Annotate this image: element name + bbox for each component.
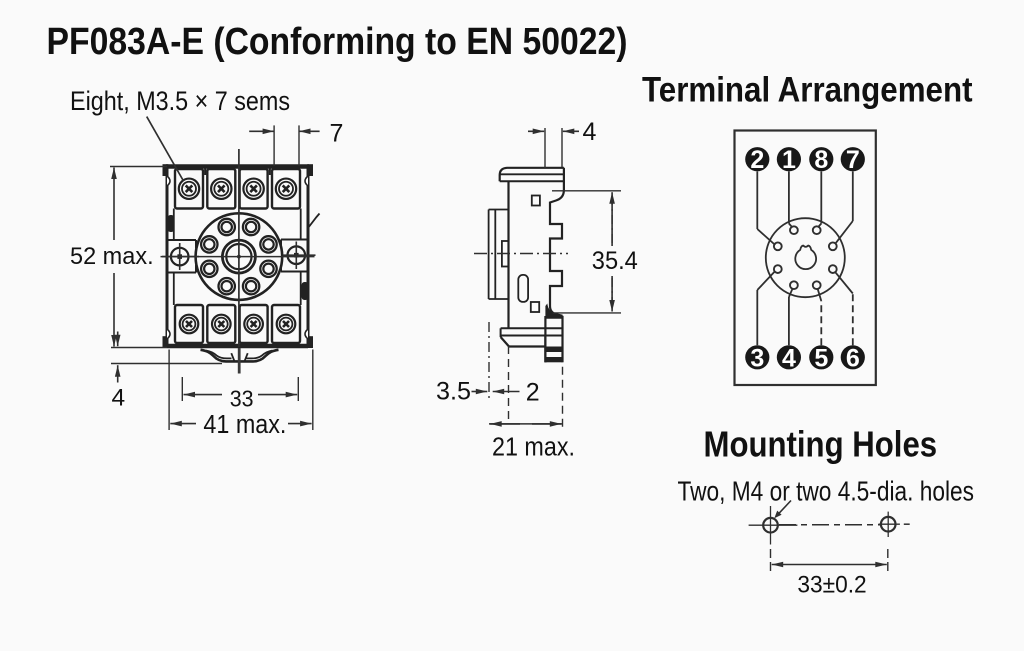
svg-text:4: 4 <box>112 385 126 412</box>
svg-text:7: 7 <box>330 120 344 148</box>
svg-text:21 max.: 21 max. <box>492 434 575 462</box>
svg-text:4: 4 <box>782 344 796 372</box>
svg-text:6: 6 <box>846 344 860 372</box>
svg-text:PF083A-E (Conforming to EN 500: PF083A-E (Conforming to EN 50022) <box>47 21 628 63</box>
svg-text:8: 8 <box>814 146 828 174</box>
svg-text:5: 5 <box>814 344 828 372</box>
svg-text:3: 3 <box>750 344 764 372</box>
svg-text:Eight, M3.5 × 7 sems: Eight, M3.5 × 7 sems <box>70 86 290 116</box>
svg-text:33: 33 <box>230 386 254 412</box>
svg-text:4: 4 <box>583 118 597 146</box>
svg-text:35.4: 35.4 <box>592 247 638 275</box>
svg-text:1: 1 <box>782 146 796 174</box>
svg-text:3.5: 3.5 <box>436 378 471 406</box>
svg-text:Mounting Holes: Mounting Holes <box>704 424 938 465</box>
svg-text:2: 2 <box>750 146 764 174</box>
svg-text:52 max.: 52 max. <box>70 243 154 270</box>
svg-text:33±0.2: 33±0.2 <box>797 572 866 599</box>
svg-text:41 max.: 41 max. <box>203 411 286 439</box>
svg-text:7: 7 <box>846 146 860 174</box>
svg-text:Terminal Arrangement: Terminal Arrangement <box>642 71 973 110</box>
svg-text:2: 2 <box>526 379 540 407</box>
svg-text:Two, M4 or two 4.5-dia. holes: Two, M4 or two 4.5-dia. holes <box>678 476 975 507</box>
